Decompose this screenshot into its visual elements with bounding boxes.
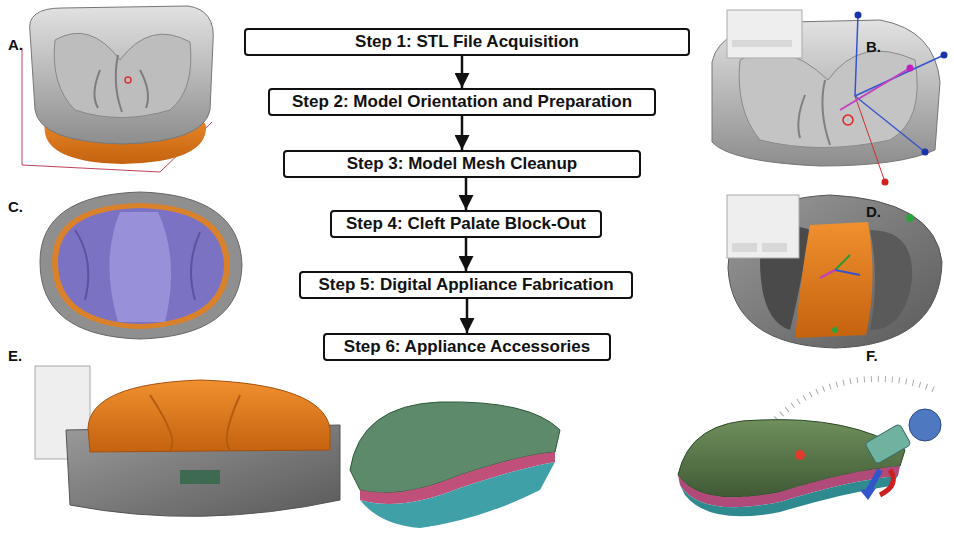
flow-arrow	[461, 56, 464, 88]
step-label: Step 1: STL File Acquisition	[355, 33, 579, 52]
illustration-shape	[832, 327, 838, 333]
panel-b-model	[712, 10, 948, 186]
process-box: Step 3: Model Mesh Cleanup	[283, 150, 641, 178]
panel-letter: C.	[8, 198, 23, 215]
illustration-shape	[795, 450, 805, 460]
illustration-shape	[58, 208, 224, 324]
panel-letter: B.	[866, 38, 881, 55]
illustration-shape	[820, 270, 835, 278]
process-box: Step 6: Appliance Accessories	[323, 333, 611, 361]
step-label: Step 6: Appliance Accessories	[344, 338, 590, 357]
flow-arrow	[465, 178, 468, 210]
illustration-shape	[855, 96, 925, 152]
illustration-shape	[180, 470, 220, 484]
illustration-shape	[860, 488, 876, 500]
illustration-shape	[907, 65, 914, 72]
illustration-shape	[840, 68, 910, 110]
illustration-shape	[795, 222, 873, 338]
illustration-shape	[855, 15, 858, 96]
illustration-shape	[109, 212, 171, 322]
panel-f-model	[678, 379, 941, 517]
step-label: Step 4: Cleft Palate Block-Out	[346, 215, 586, 234]
step-label: Step 5: Digital Appliance Fabrication	[318, 276, 613, 295]
illustration-shape	[88, 380, 330, 452]
panel-e-model	[35, 366, 560, 528]
illustration-shape	[941, 52, 948, 59]
illustration-shape	[843, 115, 853, 125]
illustration-shape	[835, 255, 850, 270]
panel-letter: E.	[8, 347, 22, 364]
illustration-shape	[739, 51, 917, 147]
illustration-shape	[880, 470, 893, 495]
illustration-shape	[54, 33, 191, 117]
process-box: Step 5: Digital Appliance Fabrication	[299, 271, 633, 299]
illustration-shape	[855, 96, 885, 182]
illustration-shape	[835, 270, 860, 275]
illustration-shape	[75, 230, 200, 300]
illustration-shape	[728, 195, 942, 348]
panel-d-model	[727, 195, 942, 348]
illustration-shape	[865, 424, 912, 465]
panel-a-model	[22, 6, 213, 172]
illustration-shape	[798, 80, 830, 145]
illustration-shape	[727, 195, 799, 258]
illustration-shape	[680, 476, 898, 516]
flow-arrow	[465, 238, 468, 271]
illustration-shape	[712, 20, 940, 166]
panel-c-model	[40, 192, 242, 339]
illustration-shape	[40, 192, 242, 339]
process-box: Step 1: STL File Acquisition	[244, 28, 690, 56]
illustration-shape	[30, 6, 214, 144]
step-label: Step 3: Model Mesh Cleanup	[347, 155, 577, 174]
panel-letter: A.	[8, 36, 23, 53]
illustration-shape	[732, 243, 757, 252]
step-label: Step 2: Model Orientation and Preparatio…	[292, 93, 632, 112]
illustration-shape	[732, 40, 792, 47]
process-box: Step 2: Model Orientation and Preparatio…	[268, 88, 656, 116]
flow-arrow	[461, 116, 464, 150]
illustration-shape	[678, 420, 905, 498]
illustration-shape	[360, 462, 555, 528]
illustration-shape	[882, 179, 889, 186]
process-box: Step 4: Cleft Palate Block-Out	[330, 210, 602, 238]
illustration-shape	[855, 12, 862, 19]
panel-letter: D.	[866, 203, 881, 220]
illustration-shape	[855, 55, 944, 96]
illustration-shape	[906, 214, 914, 222]
flow-arrow	[466, 299, 469, 333]
illustration-shape	[762, 243, 787, 252]
illustration-shape	[150, 395, 240, 450]
illustration-shape	[870, 230, 912, 330]
illustration-shape	[727, 10, 802, 58]
illustration-shape	[52, 203, 230, 329]
illustration-shape	[909, 409, 941, 441]
illustration-shape	[94, 55, 148, 112]
illustration-shape	[125, 77, 131, 83]
panel-letter: F.	[866, 347, 878, 364]
illustration-shape	[922, 149, 929, 156]
